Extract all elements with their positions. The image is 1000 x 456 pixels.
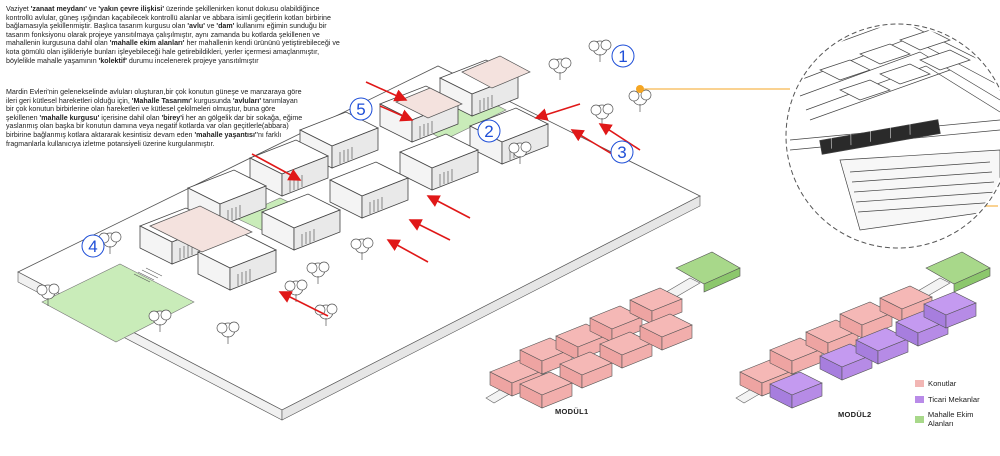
intro-text-5: kullanımı eğimin sunduğu bir tasarım fon… <box>6 22 327 48</box>
intro-text-1: Vaziyet <box>6 5 31 13</box>
arrow <box>386 239 429 263</box>
marker-1: 1 <box>611 44 635 68</box>
mardin-text-6: 'nı farklı fragmanlarla kullanıcıya izle… <box>6 130 282 148</box>
arrow <box>365 81 408 102</box>
detail-callout <box>785 23 1000 249</box>
site-edge-right <box>281 195 701 421</box>
intro-bold-5: 'mahalle ekim alanları' <box>109 39 185 48</box>
module-2-diagram <box>735 251 991 409</box>
detail-dot <box>636 85 644 93</box>
green-courtyard-4 <box>41 263 195 343</box>
module-2-label: MODÜL2 <box>838 410 872 419</box>
legend-label: Konutlar <box>928 379 957 388</box>
marker-3: 3 <box>610 140 634 164</box>
intro-text-2: ve <box>86 5 99 13</box>
module-1-label: MODÜL1 <box>555 407 589 416</box>
mardin-paragraph: Mardin Evleri'nin gelenekselinde avlular… <box>6 88 306 148</box>
tree <box>548 57 572 81</box>
legend-item-konutlar: Konutlar <box>915 379 956 388</box>
intro-bold-2: 'yakın çevre ilişkisi' <box>98 5 165 13</box>
arrow <box>379 105 414 122</box>
marker-5: 5 <box>349 97 373 121</box>
tree <box>628 89 652 113</box>
marker-3-label: 3 <box>617 143 626 162</box>
legend-item-ekim: Mahalle Ekim Alanları <box>915 410 1000 428</box>
legend-label: Ticari Mekanlar <box>928 395 980 404</box>
arrow <box>426 195 471 219</box>
mardin-text-4: içerisine dahil olan <box>99 113 162 122</box>
mardin-text-3: tanımlayan bir çok konutun birbirlerine … <box>6 96 298 122</box>
legend-label: Mahalle Ekim Alanları <box>927 410 974 428</box>
intro-text-7: durumu incelenerek projeye yansıtılmıştı… <box>126 56 259 65</box>
arrow <box>278 291 329 317</box>
mardin-bold-2: 'avluları' <box>232 96 262 105</box>
module-1-diagram <box>485 251 741 409</box>
arrow <box>408 219 451 241</box>
intro-text-3: üzerinde şekillenirken konut dokusu olab… <box>6 5 331 31</box>
mardin-bold-1: 'Mahalle Tasarımı' <box>131 96 192 105</box>
marker-1-label: 1 <box>618 47 627 66</box>
intro-bold-3: 'avlu' <box>187 22 205 31</box>
legend-swatch <box>915 380 924 387</box>
arrow-group <box>251 81 641 317</box>
legend-swatch <box>915 396 924 403</box>
tree <box>590 103 614 127</box>
intro-paragraph: Vaziyet 'zanaat meydanı' ve 'yakın çevre… <box>6 5 341 65</box>
marker-5-label: 5 <box>356 100 365 119</box>
mardin-text-1: Mardin Evleri'nin gelenekselinde avlular… <box>6 88 302 105</box>
roof-terrace <box>149 205 253 253</box>
mardin-bold-3: 'mahalle kurgusu' <box>39 113 100 122</box>
marker-4: 4 <box>81 234 105 258</box>
intro-bold-1: 'zanaat meydanı' <box>30 5 87 13</box>
roof-terrace <box>461 55 531 89</box>
mardin-text-5: her an gölgelik dar bir sokağa, eğime ya… <box>6 113 303 139</box>
arrow <box>251 153 302 181</box>
marker-2-label: 2 <box>484 122 493 141</box>
mardin-bold-4: 'birey'i <box>161 113 184 122</box>
intro-bold-4: 'dam' <box>216 22 235 31</box>
marker-4-label: 4 <box>88 237 97 256</box>
mardin-text-2: kurgusunda <box>191 96 233 105</box>
roof-terrace <box>395 87 463 119</box>
intro-text-6: her mahallenin kendi ürününü yetiştirebi… <box>6 39 340 65</box>
arrow <box>570 129 613 155</box>
intro-bold-6: 'kolektif' <box>98 56 127 65</box>
mardin-bold-5: 'mahalle yaşantısı' <box>194 130 257 139</box>
legend-item-ticari: Ticari Mekanlar <box>915 395 980 404</box>
marker-2: 2 <box>477 119 501 143</box>
arrow <box>534 103 581 121</box>
legend-swatch <box>915 415 924 423</box>
tree <box>588 39 612 63</box>
intro-text-4: ve <box>204 22 217 31</box>
stair <box>133 267 163 283</box>
arrow <box>598 123 641 151</box>
